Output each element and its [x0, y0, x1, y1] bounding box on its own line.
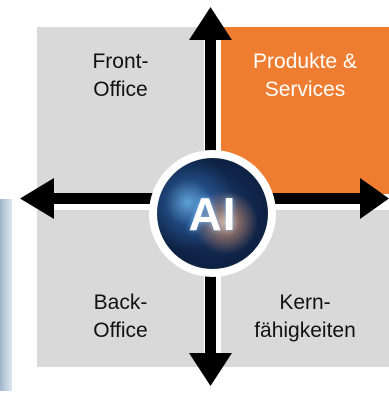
quadrant-core-capabilities: Kern- fähigkeiten	[221, 210, 389, 367]
ai-center-circle: AI	[149, 150, 276, 277]
quadrant-label: Kern- fähigkeiten	[254, 291, 356, 342]
ai-label: AI	[188, 187, 237, 240]
arrow-up-icon	[189, 7, 232, 40]
arrow-left-icon	[20, 178, 54, 219]
quadrant-label: Front- Office	[92, 50, 149, 101]
arrow-right-icon	[360, 178, 389, 219]
arrow-down-icon	[189, 353, 232, 386]
quadrant-label: Produkte & Services	[253, 50, 357, 101]
background-image-strip	[0, 199, 12, 391]
quadrant-label: Back- Office	[93, 291, 148, 342]
